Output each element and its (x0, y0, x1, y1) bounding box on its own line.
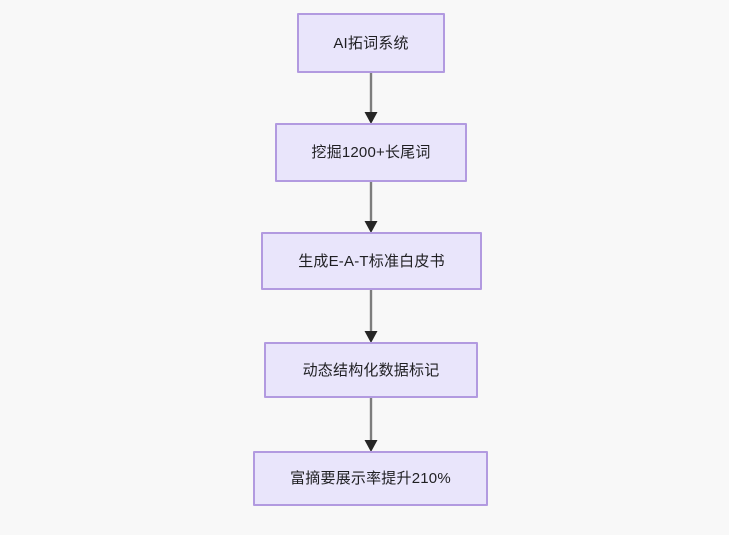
node-label: 挖掘1200+长尾词 (311, 144, 431, 161)
edge-node3-to-node4 (356, 288, 386, 346)
node-label: AI拓词系统 (333, 34, 409, 52)
edge-node2-to-node3 (356, 180, 386, 236)
node-label: 富摘要展示率提升210% (290, 470, 451, 487)
edge-node4-to-node5 (356, 396, 386, 455)
flowchart-node-generate-eat-whitepaper[interactable]: 生成E-A-T标准白皮书 (261, 232, 482, 290)
flowchart-node-ai-keyword-system[interactable]: AI拓词系统 (297, 13, 445, 73)
flowchart-node-dynamic-structured-data-markup[interactable]: 动态结构化数据标记 (264, 342, 478, 398)
node-label: 动态结构化数据标记 (302, 361, 440, 379)
flowchart-node-mine-longtail-keywords[interactable]: 挖掘1200+长尾词 (275, 123, 467, 182)
flowchart-node-rich-snippet-rate-increase[interactable]: 富摘要展示率提升210% (253, 451, 488, 506)
edge-node1-to-node2 (356, 71, 386, 127)
node-label: 生成E-A-T标准白皮书 (298, 252, 445, 270)
